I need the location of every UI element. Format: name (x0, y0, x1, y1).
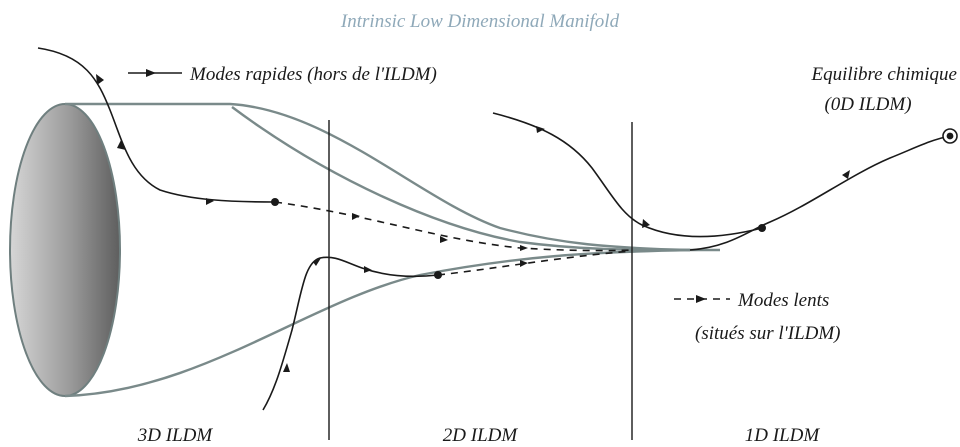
slow-trajectory-lower (437, 250, 633, 276)
region-label-2d: 2D ILDM (443, 425, 519, 446)
arrowhead (364, 266, 372, 273)
manifold-lower-boundary (64, 248, 691, 398)
fast-trajectory-lower (262, 256, 439, 411)
legend-slow-arrowhead (696, 295, 706, 303)
equilibrium-label-2: (0D ILDM) (824, 94, 911, 115)
arrowhead (520, 245, 528, 251)
arrowhead (313, 258, 321, 266)
arrowhead (536, 126, 545, 133)
equilibrium-label-1: Equilibre chimique (811, 64, 957, 85)
slow-trajectory-upper (274, 201, 633, 252)
region-label-1d: 1D ILDM (745, 425, 821, 446)
fast-trajectory-upper (37, 47, 276, 203)
manifold-upper-boundary (65, 102, 691, 252)
arrowhead (520, 260, 528, 267)
region-label-3d: 3D ILDM (137, 425, 214, 446)
arrowhead (352, 213, 360, 220)
arrowhead (642, 219, 650, 228)
manifold-cross-section (9, 103, 121, 397)
one-d-manifold-curve (689, 135, 951, 251)
diagram-title: Intrinsic Low Dimensional Manifold (340, 11, 620, 32)
arrowhead (283, 363, 290, 372)
arrowhead (96, 74, 104, 85)
legend-fast-arrowhead (146, 69, 156, 77)
manifold-center-line (231, 106, 691, 252)
equilibrium-point-inner (946, 132, 954, 140)
arrowhead (206, 198, 214, 205)
legend-slow-label-2: (situés sur l'ILDM) (695, 323, 841, 344)
legend-slow-label-1: Modes lents (737, 290, 829, 311)
arrowhead (117, 140, 126, 150)
legend-fast-label: Modes rapides (hors de l'ILDM) (189, 64, 437, 85)
arrowhead (842, 170, 850, 179)
arrowhead (440, 236, 448, 243)
fast-trajectory-right (492, 112, 763, 238)
